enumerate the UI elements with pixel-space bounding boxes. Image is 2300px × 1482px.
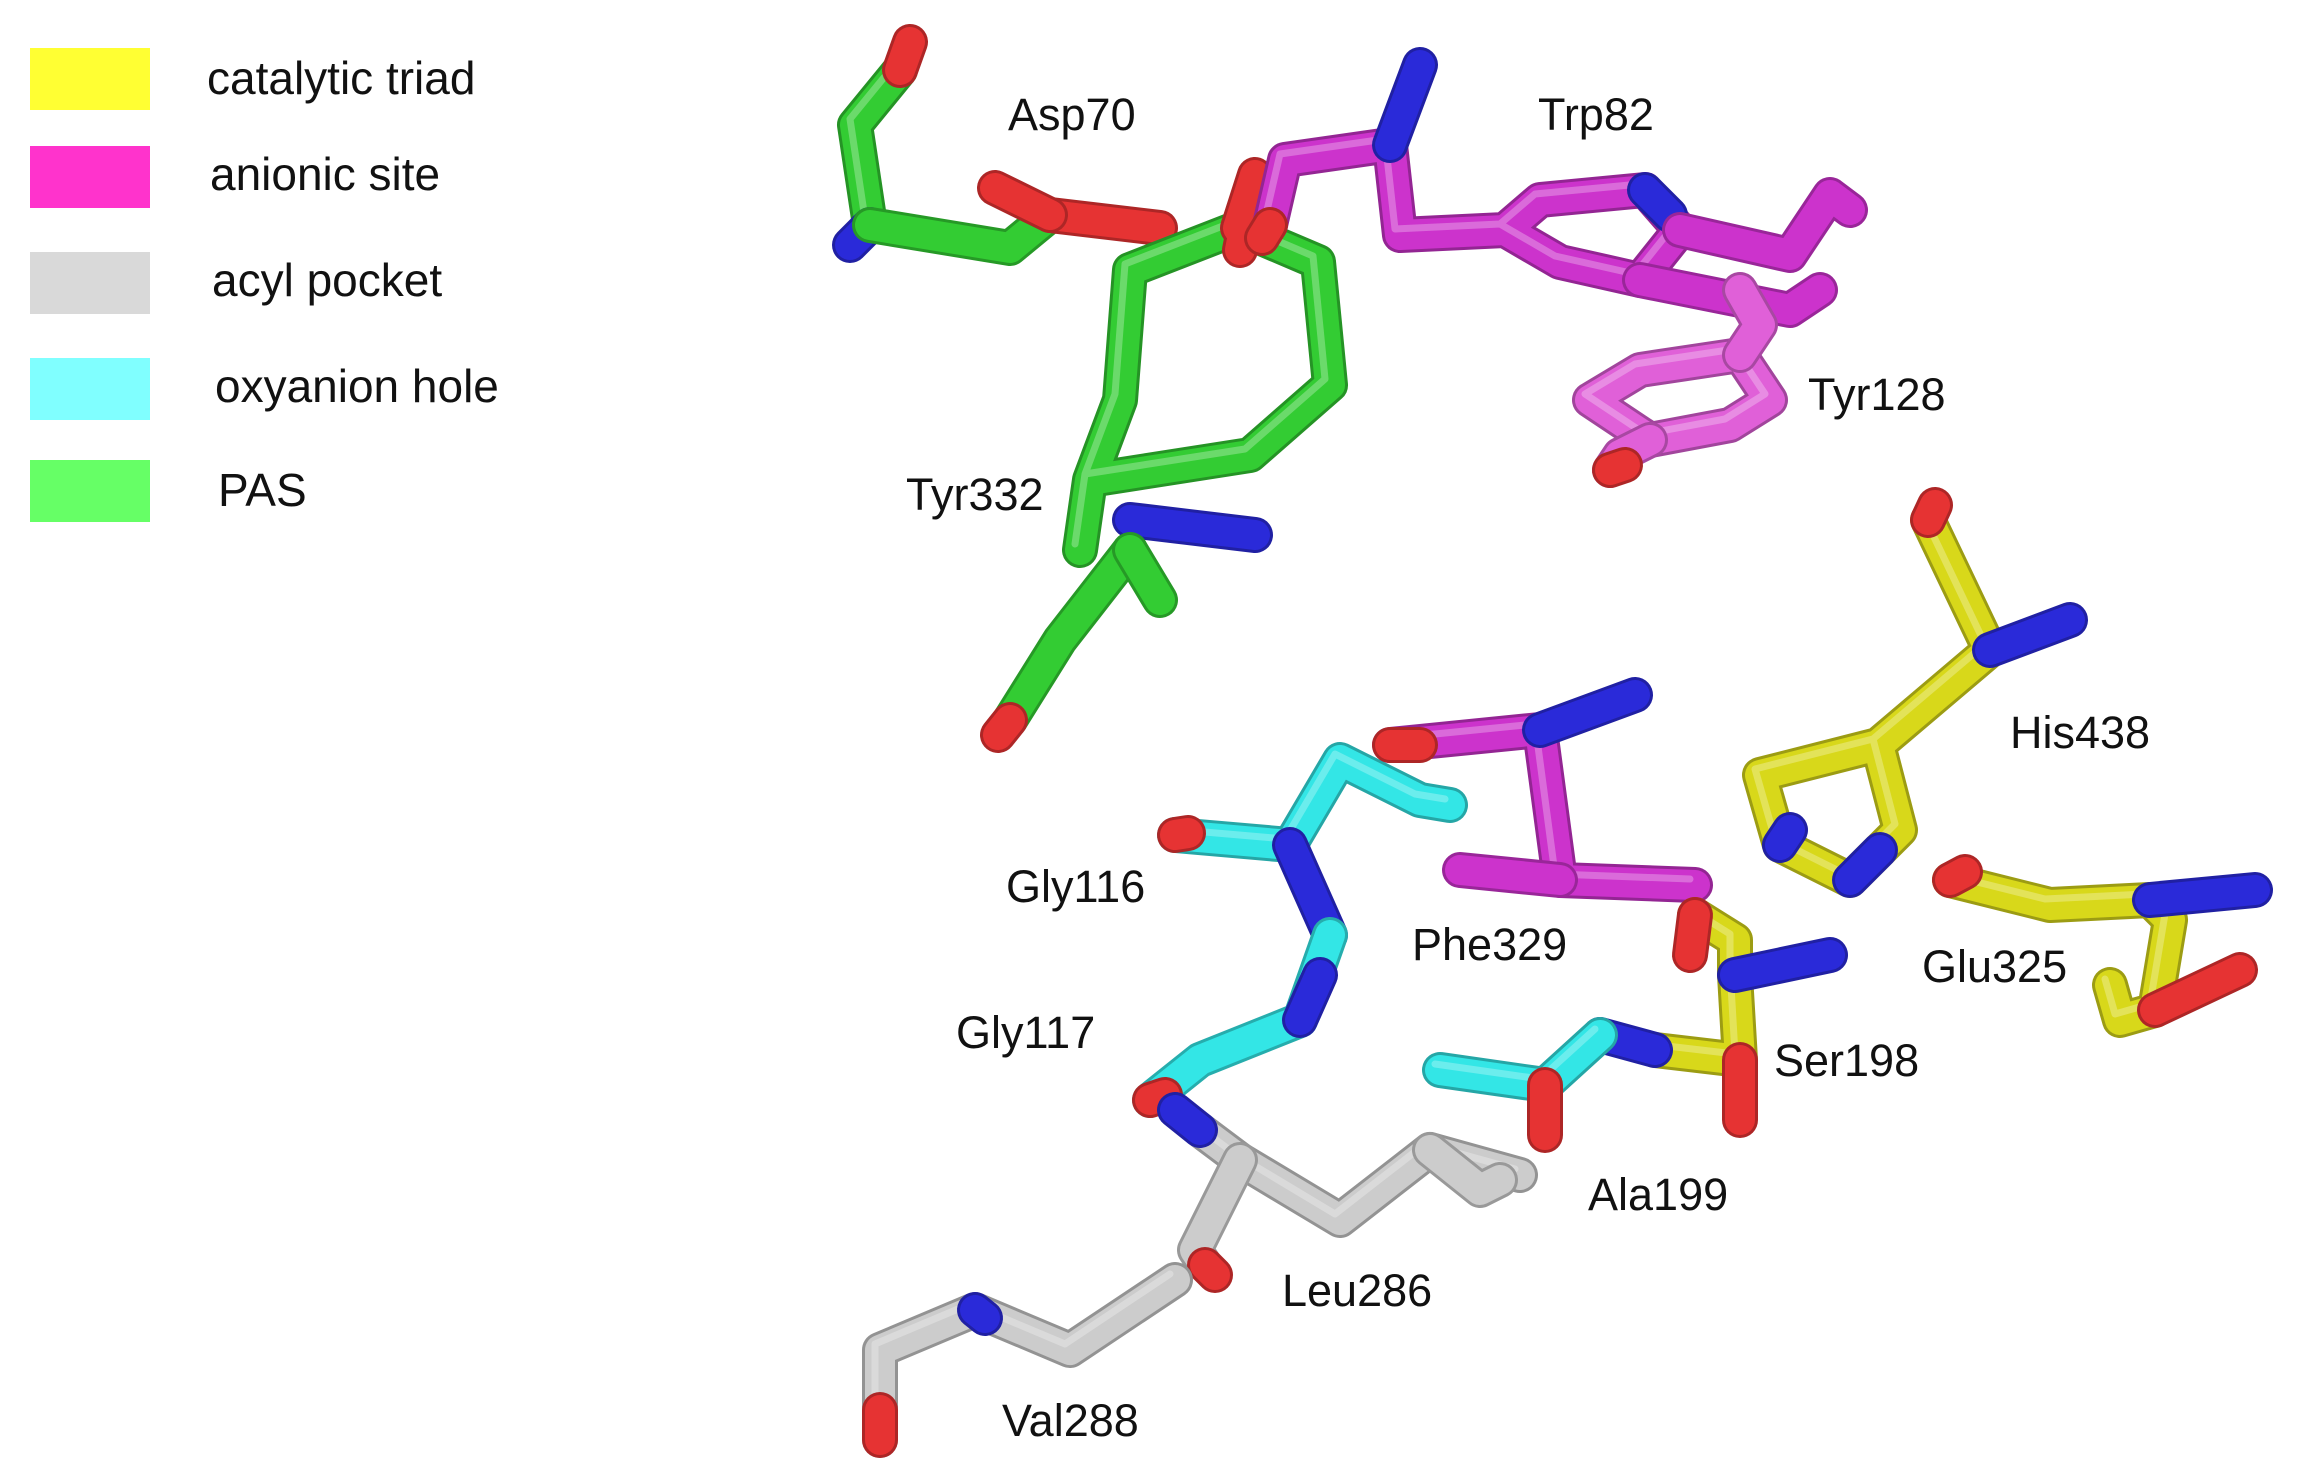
residue-tyr332-sticks <box>980 157 1348 753</box>
label-tyr332: Tyr332 <box>906 469 1044 520</box>
legend-swatch-catalytic <box>30 48 150 110</box>
residue-sticks <box>832 24 2273 1458</box>
residue-labels: Asp70 Trp82Tyr128Tyr332His438Gly116Phe329… <box>906 89 2150 1446</box>
legend-swatch-anionic <box>30 146 150 208</box>
residue-leu286-sticks <box>1157 1092 1538 1293</box>
label-asp70: Asp70 <box>1008 89 1136 140</box>
label-leu286: Leu286 <box>1282 1265 1432 1316</box>
residue-asp70-sticks <box>832 24 1178 266</box>
label-phe329: Phe329 <box>1412 919 1567 970</box>
legend-label-anionic: anionic site <box>210 148 440 200</box>
label-val288: Val288 <box>1002 1395 1139 1446</box>
label-trp82: Trp82 <box>1538 89 1654 140</box>
label-ser198: Ser198 <box>1774 1035 1919 1086</box>
legend-swatch-acyl <box>30 252 150 314</box>
legend-label-pas: PAS <box>218 464 307 516</box>
label-his438: His438 <box>2010 707 2150 758</box>
residue-his438-sticks <box>1742 487 2088 898</box>
residue-gly116-sticks <box>1132 742 1468 1118</box>
legend-swatch-pas <box>30 460 150 522</box>
residue-ser198-sticks <box>1582 897 1848 1138</box>
legend-label-oxyanion: oxyanion hole <box>215 360 499 412</box>
legend-label-catalytic: catalytic triad <box>207 52 475 104</box>
label-glu325: Glu325 <box>1922 941 2067 992</box>
residue-trp82-sticks <box>1244 47 1868 328</box>
label-gly117: Gly117 <box>956 1007 1095 1058</box>
residue-ala199-sticks <box>1422 1017 1618 1153</box>
label-tyr128: Tyr128 <box>1808 369 1946 420</box>
residue-phe329-sticks <box>1372 677 1713 903</box>
label-ala199: Ala199 <box>1588 1169 1728 1220</box>
label-gly116: Gly116 <box>1006 861 1145 912</box>
legend: catalytic triad anionic site acyl pocket ox… <box>30 48 499 522</box>
residue-val288-sticks <box>862 1262 1193 1458</box>
residue-glu325-sticks <box>1932 854 2273 1038</box>
legend-swatch-oxyanion <box>30 358 150 420</box>
legend-label-acyl: acyl pocket <box>212 254 442 306</box>
residue-tyr128-sticks <box>1572 272 1788 488</box>
